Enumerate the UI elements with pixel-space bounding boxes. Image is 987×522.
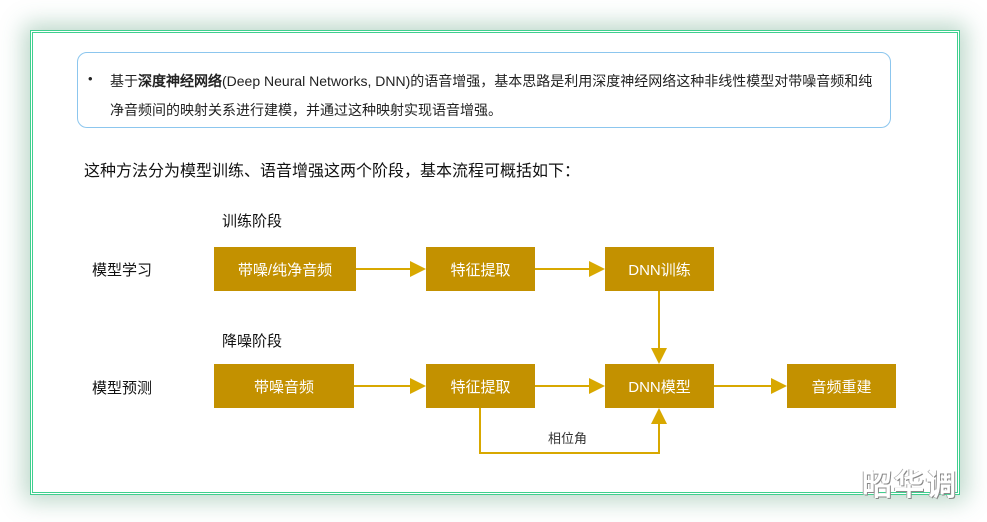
denoise-stage-label: 降噪阶段	[222, 333, 283, 350]
note-prefix: 基于	[110, 73, 138, 89]
note-rest: (Deep Neural Networks, DNN)的语音增强，基本思路是利用…	[110, 73, 873, 118]
intro-text: 这种方法分为模型训练、语音增强这两个阶段，基本流程可概括如下：	[84, 163, 581, 180]
note-bold: 深度神经网络	[138, 73, 222, 89]
box-noisy-audio: 带噪音频	[214, 364, 354, 408]
box-dnn-train: DNN训练	[605, 247, 714, 291]
box-feature-extract: 特征提取	[426, 364, 535, 408]
box-feature-extract-train: 特征提取	[426, 247, 535, 291]
box-dnn-model: DNN模型	[605, 364, 714, 408]
note-box: • 基于深度神经网络(Deep Neural Networks, DNN)的语音…	[77, 52, 891, 128]
phase-label: 相位角	[548, 431, 588, 446]
watermark: 昭华调	[862, 469, 958, 502]
training-row-label: 模型学习	[92, 262, 153, 279]
phase-arrow	[479, 408, 667, 454]
box-noisy-clean-audio: 带噪/纯净音频	[214, 247, 356, 291]
box-audio-reconstruct: 音频重建	[787, 364, 896, 408]
denoise-row-label: 模型预测	[92, 380, 153, 397]
training-stage-label: 训练阶段	[222, 213, 283, 230]
note-text: 基于深度神经网络(Deep Neural Networks, DNN)的语音增强…	[110, 67, 880, 125]
bullet: •	[88, 71, 93, 86]
